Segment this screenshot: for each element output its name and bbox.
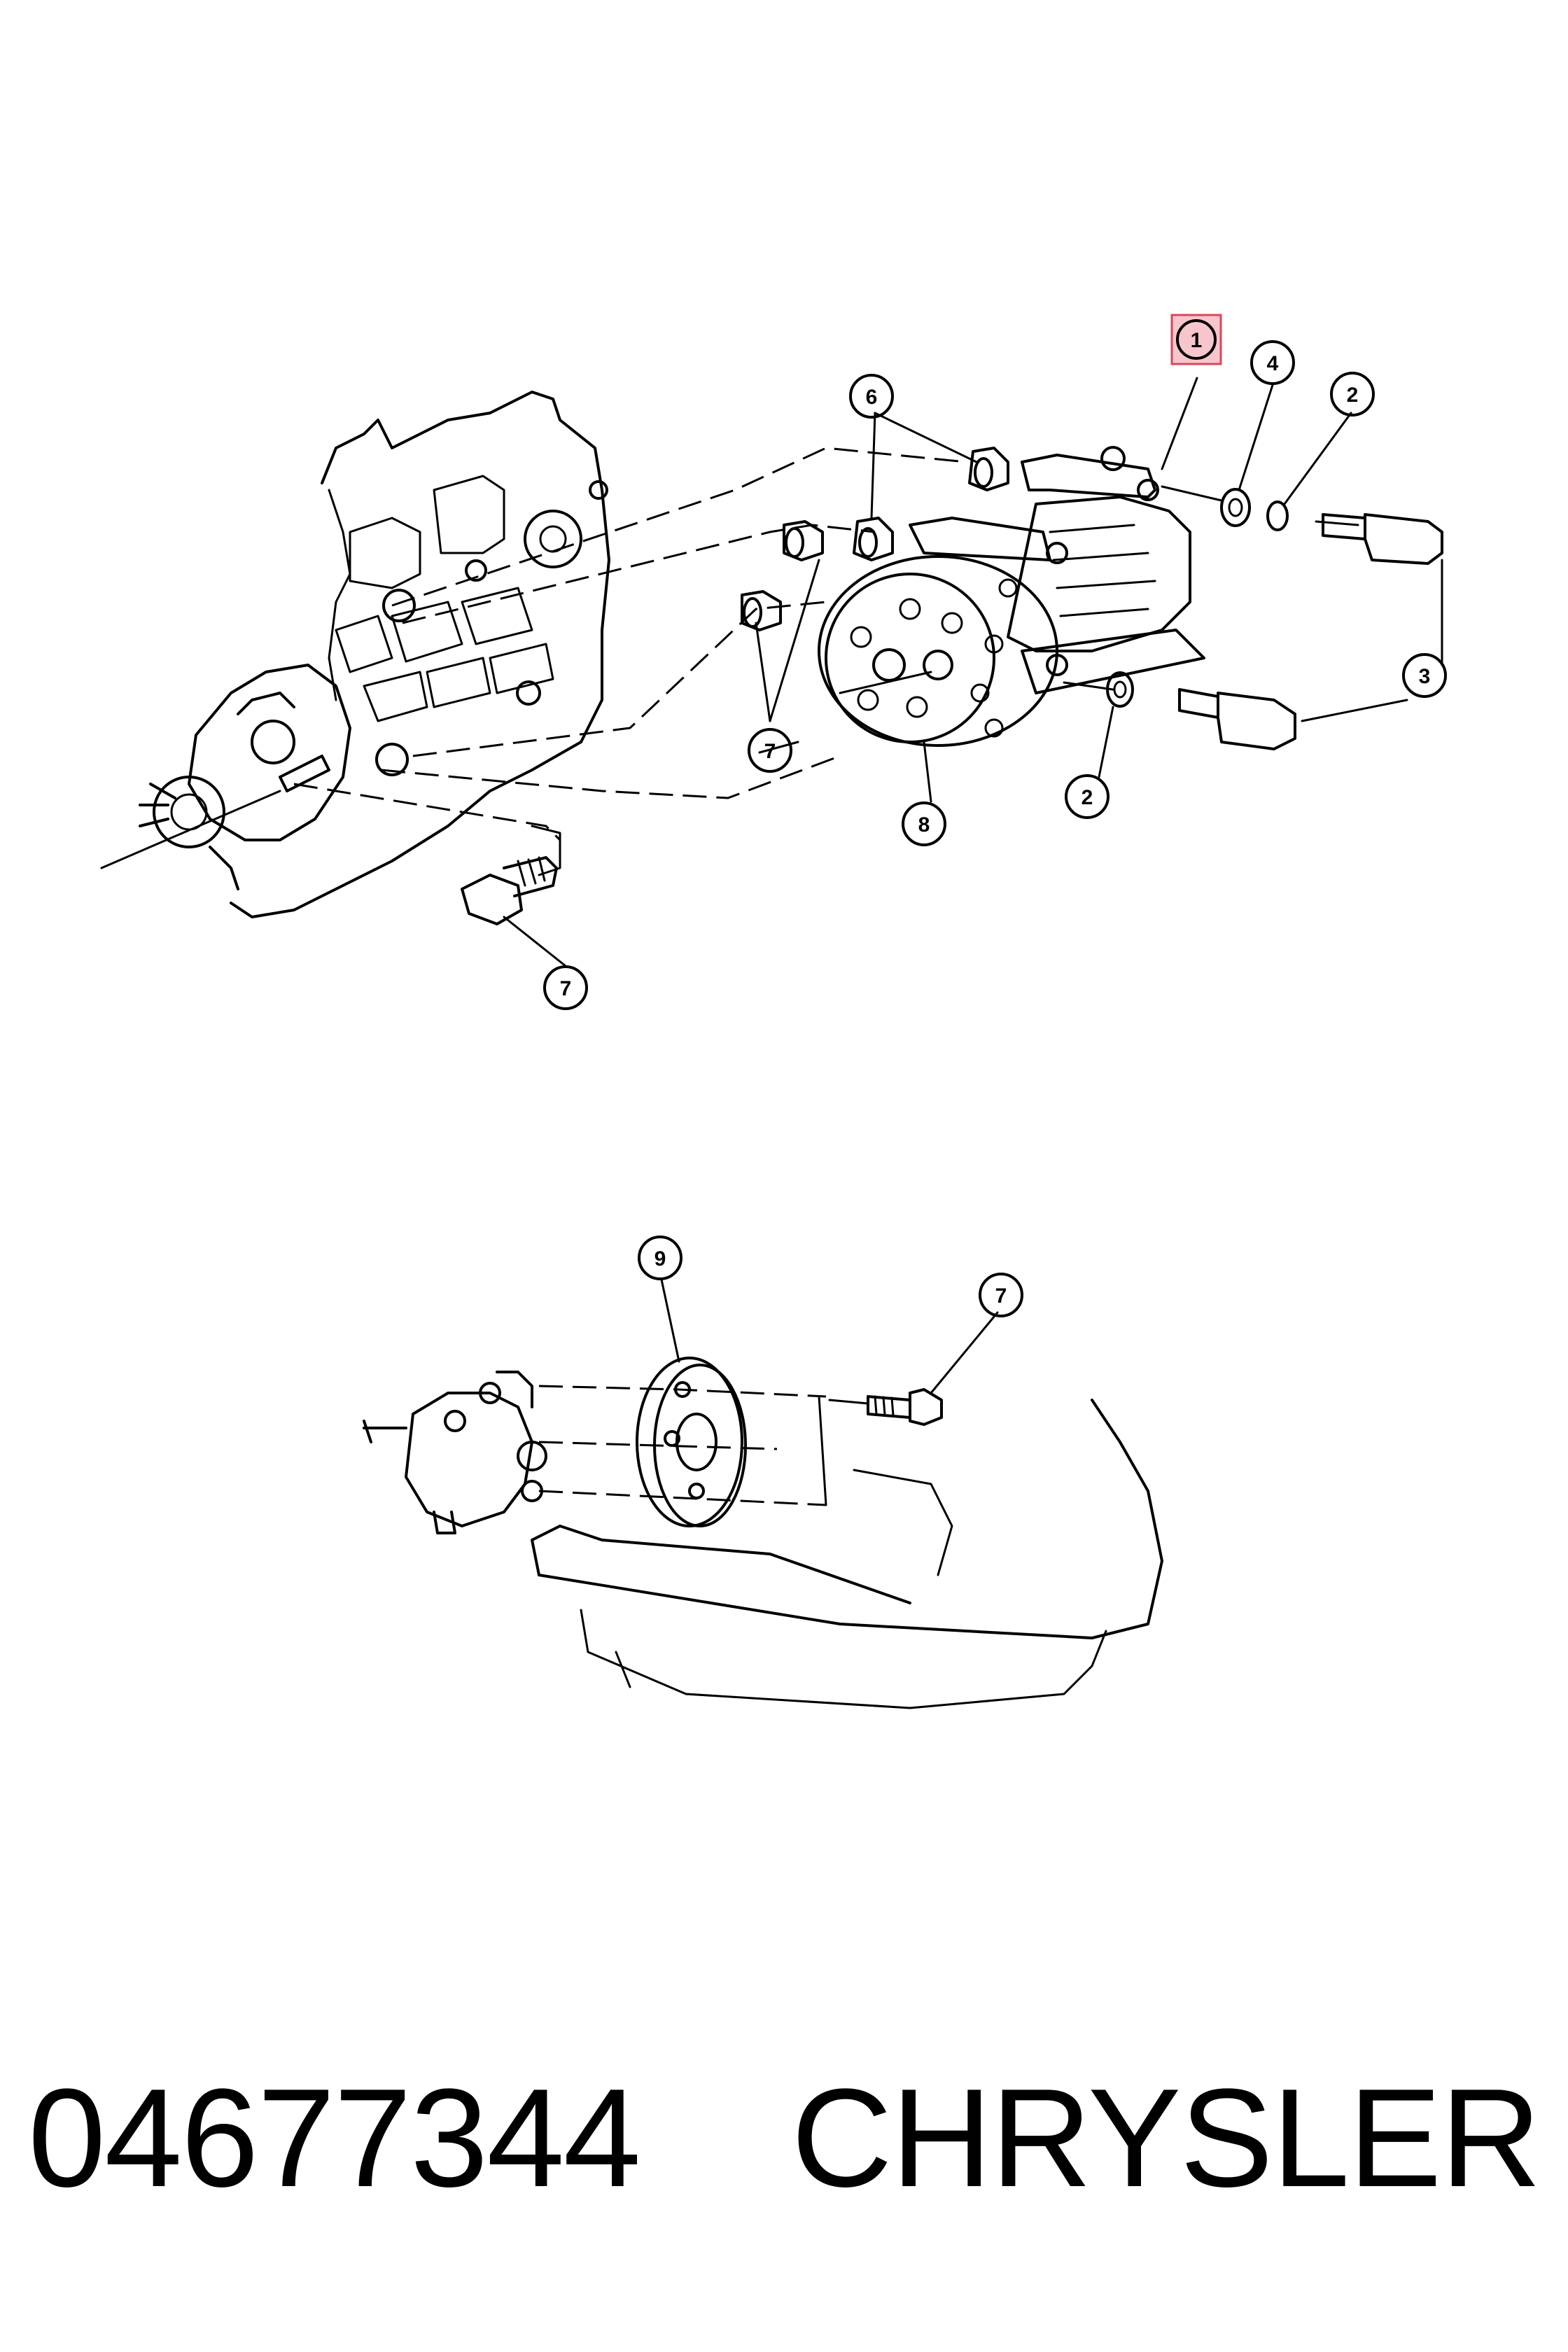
callout-9-label: 9 bbox=[654, 1247, 666, 1270]
leader-lines bbox=[503, 377, 1443, 967]
callout-6[interactable]: 7 bbox=[748, 728, 792, 773]
footer: 04677344 CHRYSLER bbox=[28, 2058, 1541, 2219]
engine-block-drawing bbox=[100, 391, 610, 918]
pump-assembly bbox=[139, 664, 351, 890]
callout-4-label: 4 bbox=[1267, 352, 1279, 375]
callout-7-upper[interactable]: 7 bbox=[543, 965, 588, 1010]
callout-2-upper-label: 2 bbox=[1347, 384, 1359, 407]
washers-and-bolts bbox=[1063, 485, 1443, 750]
callout-6-label: 7 bbox=[764, 740, 776, 763]
callout-7-lower-label: 7 bbox=[995, 1284, 1007, 1308]
callout-8-label: 8 bbox=[918, 813, 930, 836]
callout-2-lower[interactable]: 2 bbox=[1065, 774, 1110, 819]
callout-8[interactable]: 8 bbox=[902, 802, 946, 846]
callout-3-label: 3 bbox=[1419, 665, 1431, 688]
callout-5[interactable]: 6 bbox=[849, 374, 894, 419]
callout-2-upper[interactable]: 2 bbox=[1330, 372, 1375, 416]
callout-1-label: 1 bbox=[1191, 329, 1203, 352]
brand-name: CHRYSLER bbox=[791, 2060, 1541, 2216]
bolt-7-lower bbox=[828, 1388, 943, 1426]
compressor-drawing bbox=[818, 446, 1205, 747]
callout-3[interactable]: 3 bbox=[1402, 653, 1447, 698]
callout-7-lower[interactable]: 7 bbox=[979, 1273, 1023, 1317]
callout-1[interactable]: 1 bbox=[1170, 314, 1222, 365]
part-number: 04677344 bbox=[28, 2060, 641, 2216]
callout-1-highlight bbox=[1170, 314, 1222, 365]
spacers-and-bushings bbox=[741, 447, 1009, 631]
callout-7-upper-label: 7 bbox=[560, 977, 572, 1000]
callout-9[interactable]: 9 bbox=[638, 1236, 682, 1280]
callout-5-label: 6 bbox=[866, 386, 878, 409]
bolt-7-upper bbox=[461, 856, 558, 925]
callout-2-lower-label: 2 bbox=[1082, 786, 1093, 809]
alignment-lines bbox=[293, 447, 967, 876]
callout-4[interactable]: 4 bbox=[1250, 340, 1295, 385]
leader-lines-lower bbox=[660, 1278, 999, 1394]
lower-engine-drawing bbox=[363, 1371, 1163, 1709]
adapter-flange bbox=[538, 1357, 827, 1527]
